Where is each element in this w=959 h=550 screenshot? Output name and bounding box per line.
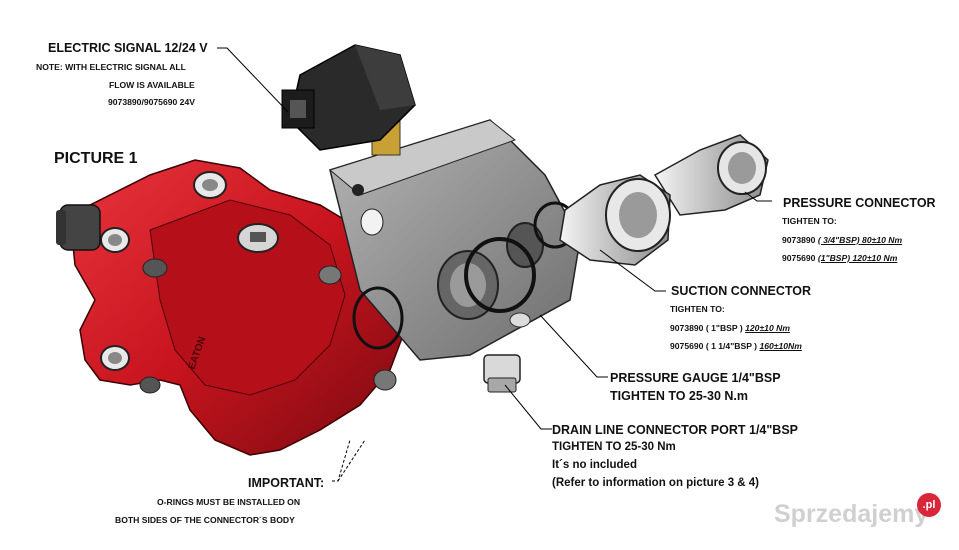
suction-fitting xyxy=(509,174,671,328)
solenoid-coil xyxy=(281,44,416,156)
pressure-fitting xyxy=(653,134,769,216)
valve-block xyxy=(328,119,581,361)
electric-note-2: FLOW IS AVAILABLE xyxy=(109,80,195,90)
drain-refer: (Refer to information on picture 3 & 4) xyxy=(552,477,760,489)
pressure-tighten: TIGHTEN TO: xyxy=(782,216,837,226)
suction-line-1: 9073890 ( 1"BSP ) 120±10 Nm xyxy=(670,323,790,333)
important-line-1: O-RINGS MUST BE INSTALLED ON xyxy=(157,497,301,507)
suction-line-2: 9075690 ( 1 1/4"BSP ) 160±10Nm xyxy=(670,341,802,351)
drain-tighten: TIGHTEN TO 25-30 Nm xyxy=(552,441,676,453)
gauge-heading: PRESSURE GAUGE 1/4"BSP xyxy=(610,371,781,385)
pressure-line-2: 9075690 (1"BSP) 120±10 Nm xyxy=(782,253,898,263)
pump-body xyxy=(69,159,406,456)
drain-heading: DRAIN LINE CONNECTOR PORT 1/4"BSP xyxy=(552,423,799,437)
watermark-text: Sprzedajemy xyxy=(774,500,929,528)
suction-heading: SUCTION CONNECTOR xyxy=(671,284,812,298)
electric-heading: ELECTRIC SIGNAL 12/24 V xyxy=(48,41,208,55)
picture-title: PICTURE 1 xyxy=(54,150,138,167)
electric-note-3: 9073890/9075690 24V xyxy=(108,97,195,107)
electric-note-1: NOTE: WITH ELECTRIC SIGNAL ALL xyxy=(36,62,186,72)
pressure-line-1: 9073890 ( 3/4"BSP) 80±10 Nm xyxy=(782,235,903,245)
gauge-tighten: TIGHTEN TO 25-30 N.m xyxy=(610,389,748,403)
watermark-badge: .pl xyxy=(917,493,941,517)
leader-lines xyxy=(217,47,772,482)
pump-shaft xyxy=(56,204,101,251)
gauge-plug xyxy=(483,354,521,393)
pressure-heading: PRESSURE CONNECTOR xyxy=(783,196,936,210)
important-heading: IMPORTANT: xyxy=(248,476,325,490)
important-line-2: BOTH SIDES OF THE CONNECTOR´S BODY xyxy=(115,515,295,525)
drain-note: It´s no included xyxy=(552,459,637,471)
suction-tighten: TIGHTEN TO: xyxy=(670,304,725,314)
